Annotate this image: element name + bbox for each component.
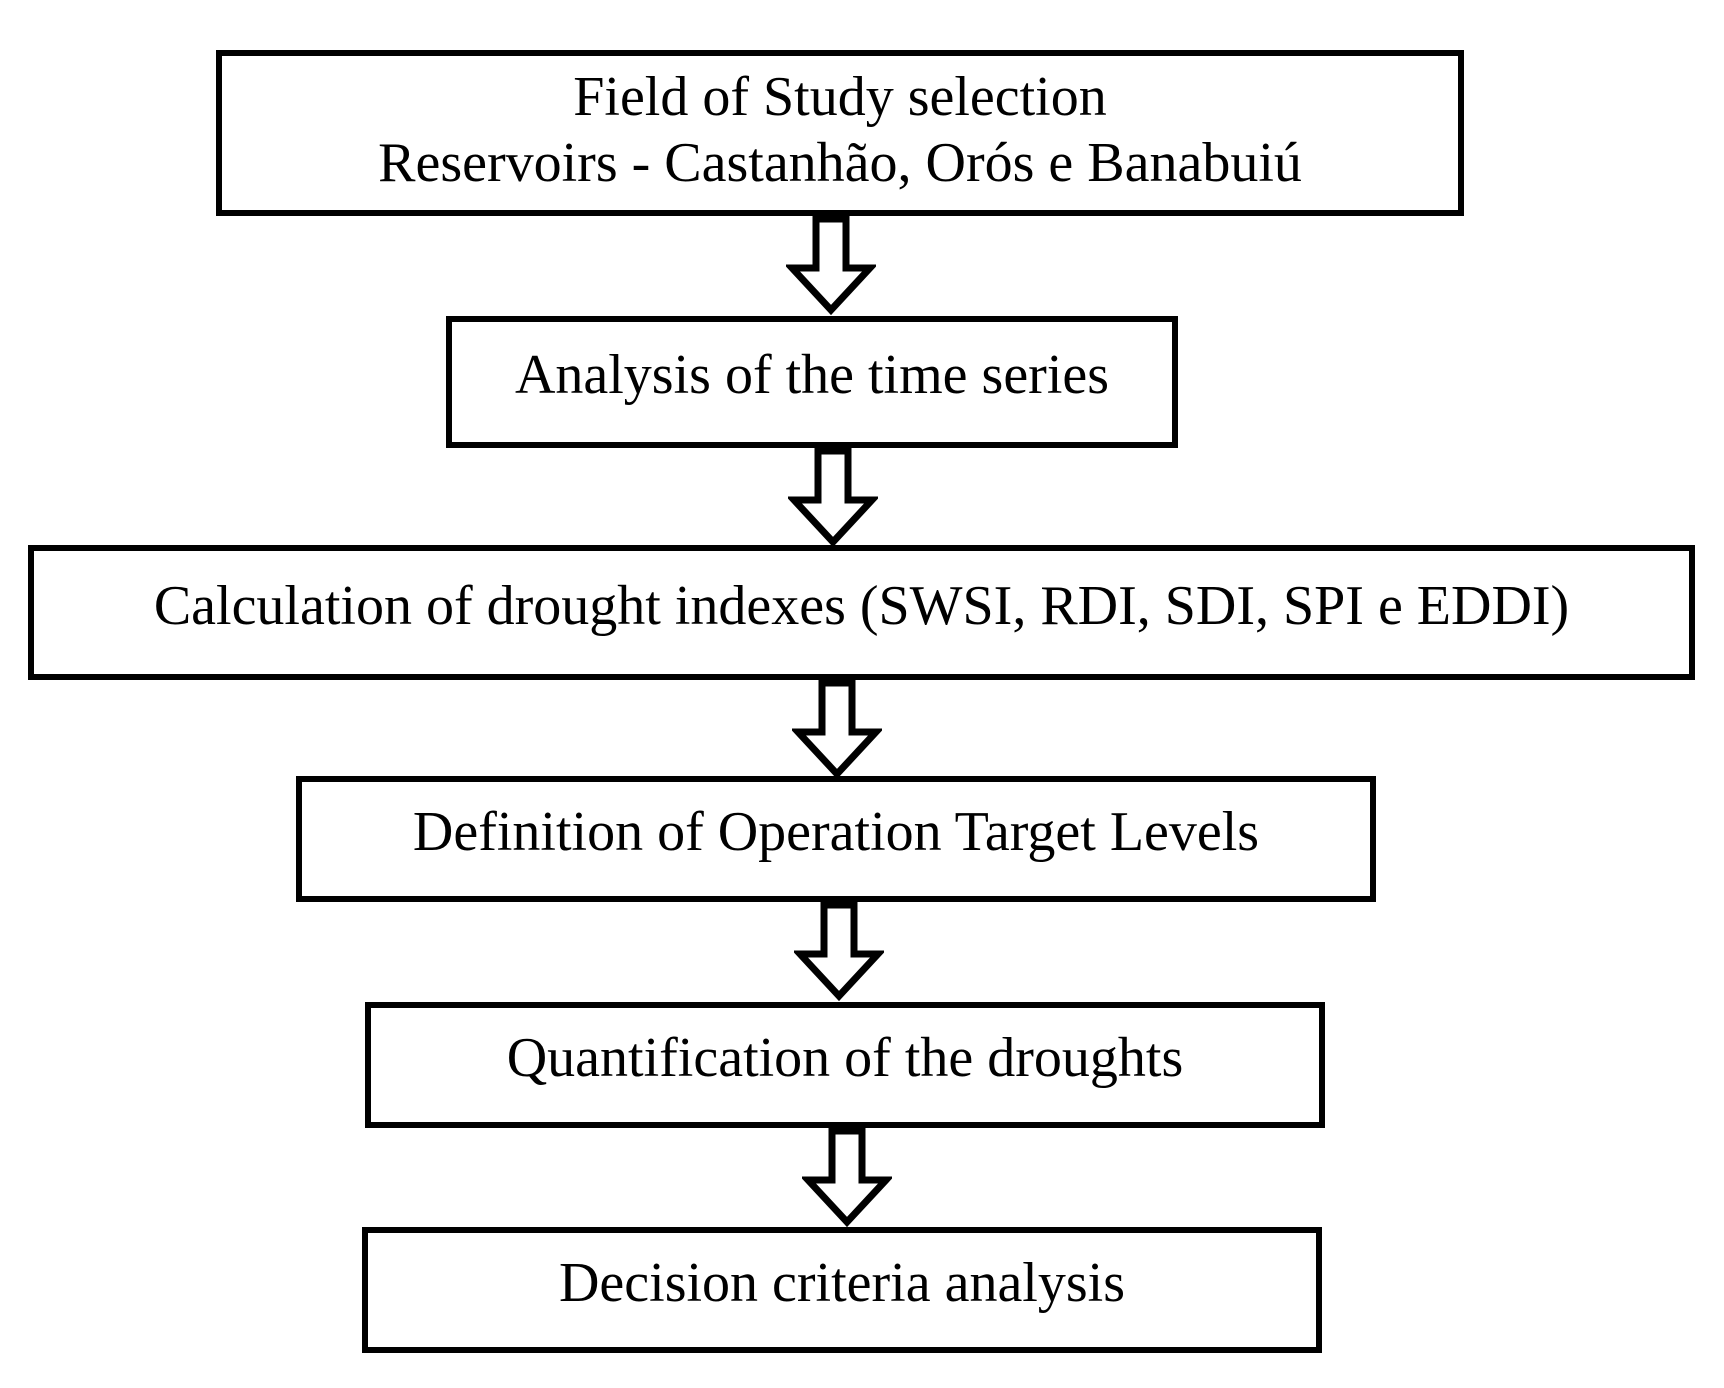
step-definition-of-operation-target-levels: Definition of Operation Target Levels <box>296 776 1376 902</box>
step-analysis-of-time-series: Analysis of the time series <box>446 316 1178 448</box>
step-label-line: Calculation of drought indexes (SWSI, RD… <box>153 575 1570 638</box>
step-label-line: Decision criteria analysis <box>558 1251 1125 1314</box>
step-label-line: Quantification of the droughts <box>506 1026 1184 1089</box>
step-label-line: Definition of Operation Target Levels <box>412 800 1260 863</box>
step-label-line: Analysis of the time series <box>514 343 1110 406</box>
hollow-down-arrow-icon <box>802 1128 892 1228</box>
step-quantification-of-droughts: Quantification of the droughts <box>365 1002 1325 1128</box>
step-decision-criteria-analysis: Decision criteria analysis <box>362 1227 1322 1353</box>
step-field-of-study-selection: Field of Study selection Reservoirs - Ca… <box>216 50 1464 216</box>
hollow-down-arrow-icon <box>786 216 876 316</box>
hollow-down-arrow-icon <box>792 680 882 780</box>
step-label-line: Field of Study selection <box>573 65 1107 128</box>
step-label-line: Reservoirs - Castanhão, Orós e Banabuiú <box>378 132 1302 194</box>
step-calculation-of-drought-indexes: Calculation of drought indexes (SWSI, RD… <box>28 545 1695 680</box>
hollow-down-arrow-icon <box>794 902 884 1002</box>
hollow-down-arrow-icon <box>788 448 878 548</box>
